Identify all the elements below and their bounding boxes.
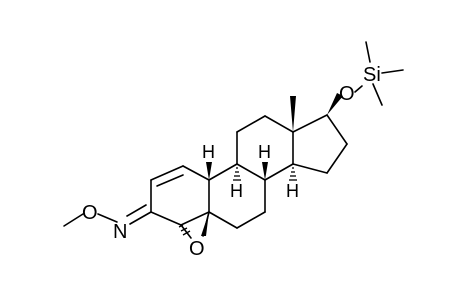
bond-o-ch3 bbox=[63, 213, 84, 227]
bond-c14-c8 bbox=[264, 163, 294, 181]
bond-c4-c5 bbox=[180, 211, 210, 226]
atom-label-h-c10: H bbox=[202, 142, 215, 162]
wedge-c8-h bbox=[262, 162, 268, 180]
bond-c1-c2-inner bbox=[156, 174, 184, 187]
hash-c4-epoxide bbox=[178, 224, 191, 236]
hash-c9-h bbox=[233, 167, 241, 181]
atom-label-o-silyl: O bbox=[339, 83, 355, 105]
bond-c13-c17 bbox=[292, 114, 328, 133]
bond-c8-c9 bbox=[236, 163, 266, 181]
bond-c12-c13 bbox=[264, 115, 294, 133]
bond-c11-c12 bbox=[236, 115, 266, 133]
bond-o-si bbox=[354, 85, 363, 93]
wedge-c17-o bbox=[327, 93, 343, 115]
bond-c6-c7 bbox=[236, 211, 266, 229]
atom-label-h-c8: H bbox=[258, 142, 271, 162]
atom-label-h-c9: H bbox=[230, 181, 243, 201]
bond-si-ch3-right bbox=[381, 69, 404, 74]
bond-c16-c15 bbox=[326, 143, 348, 174]
bond-c5-c6 bbox=[208, 211, 238, 229]
atom-label-n-oxime: N bbox=[113, 221, 127, 243]
bond-si-ch3-bottom bbox=[372, 83, 383, 106]
hash-c14-h bbox=[289, 167, 297, 181]
atom-label-o-epoxide: O bbox=[189, 238, 205, 260]
wedge-c5-epoxide bbox=[201, 212, 209, 236]
atom-label-h-c14: H bbox=[286, 181, 299, 201]
bond-si-ch3-top bbox=[365, 41, 371, 63]
bond-c3-n-double bbox=[126, 204, 147, 217]
bond-c15-c14 bbox=[292, 163, 328, 174]
bond-n-o bbox=[97, 213, 118, 223]
bond-c4-o-epoxide bbox=[180, 224, 192, 239]
bond-c3-c4 bbox=[150, 211, 182, 226]
bond-c9-c10 bbox=[208, 163, 238, 181]
bond-c3-n bbox=[129, 211, 152, 225]
bond-c17-c16 bbox=[326, 114, 348, 145]
atom-label-o-oxime: O bbox=[82, 202, 98, 224]
wedge-c13-methyl bbox=[290, 96, 296, 132]
bond-c1-c2 bbox=[150, 165, 184, 181]
atom-label-si: Si bbox=[363, 64, 381, 86]
wedge-c10-h bbox=[206, 162, 212, 180]
bond-c10-c1 bbox=[182, 165, 210, 181]
